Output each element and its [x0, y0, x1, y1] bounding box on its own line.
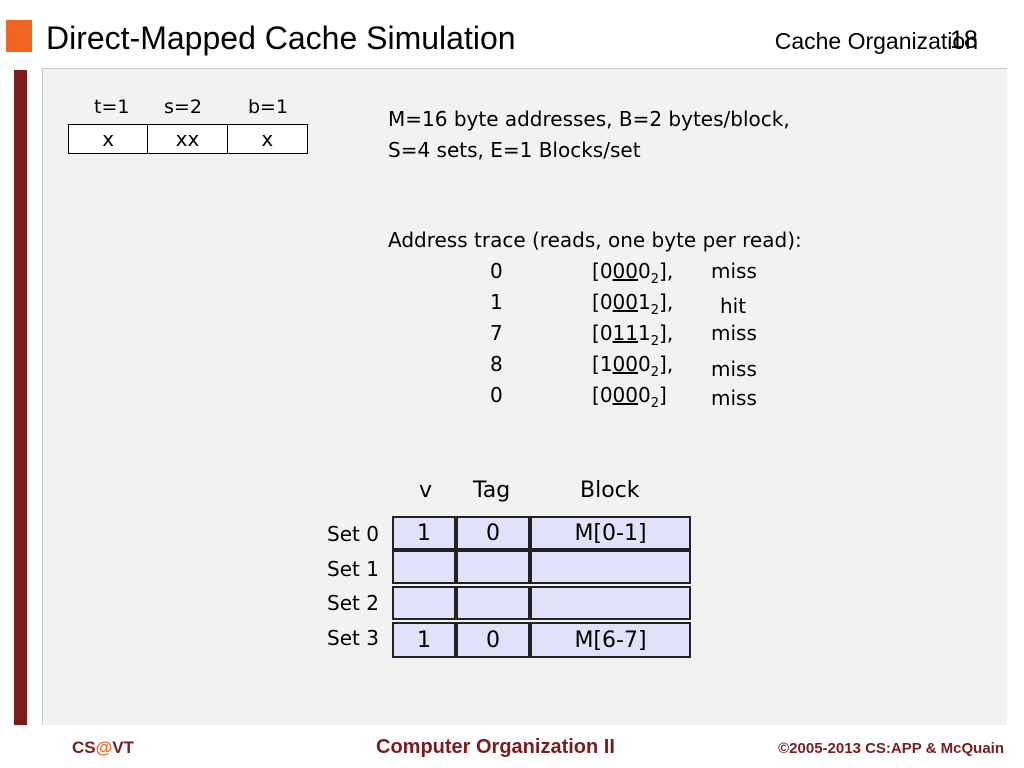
tag-bits-label: t=1: [94, 96, 130, 118]
set-label: Set 3: [327, 626, 379, 650]
trace-address: 1: [490, 290, 503, 314]
section-label: Cache Organization: [774, 28, 978, 54]
trace-binary: [10002],: [592, 352, 674, 380]
set-2-tag: [456, 586, 530, 620]
set-label: Set 1: [327, 557, 379, 581]
set-0-block: M[0-1]: [530, 516, 691, 550]
trace-address: 0: [490, 383, 503, 407]
trace-heading: Address trace (reads, one byte per read)…: [388, 228, 802, 252]
set-1-block: [530, 550, 691, 584]
set-0-valid: 1: [392, 516, 456, 550]
address-bits-box: x xx x: [68, 124, 308, 154]
trace-result: miss: [711, 386, 757, 410]
trace-address: 0: [490, 259, 503, 283]
set-3-tag: 0: [456, 622, 530, 658]
params-line-2: S=4 sets, E=1 Blocks/set: [388, 138, 641, 162]
page-number: 18: [950, 26, 978, 54]
set-label: Set 2: [327, 591, 379, 615]
set-1-valid: [392, 550, 456, 584]
set-label: Set 0: [327, 522, 379, 546]
title-accent-square: [6, 20, 32, 52]
set-2-block: [530, 586, 691, 620]
trace-binary: [00002]: [592, 383, 667, 411]
block-bits-label: b=1: [248, 96, 289, 118]
block-bits-cell: x: [261, 127, 274, 151]
set-0-tag: 0: [456, 516, 530, 550]
tag-bits-cell: x: [69, 125, 149, 153]
trace-binary: [00002],: [592, 259, 674, 287]
trace-binary: [01112],: [592, 321, 674, 349]
trace-binary: [00012],: [592, 290, 674, 318]
set-bits-cell: xx: [148, 125, 228, 153]
valid-column-header: v: [419, 478, 433, 503]
trace-result: hit: [720, 294, 747, 318]
trace-result: miss: [711, 357, 757, 381]
footer-copyright: ©2005-2013 CS:APP & McQuain: [778, 740, 1004, 757]
left-accent-bar: [14, 70, 27, 725]
params-line-1: M=16 byte addresses, B=2 bytes/block,: [388, 107, 790, 131]
set-bits-label: s=2: [164, 96, 202, 118]
set-1-tag: [456, 550, 530, 584]
cache-parameters: M=16 byte addresses, B=2 bytes/block, S=…: [388, 104, 790, 166]
footer-course-title: Computer Organization II: [376, 736, 615, 758]
tag-column-header: Tag: [473, 478, 511, 503]
block-column-header: Block: [580, 478, 640, 503]
trace-result: miss: [711, 259, 757, 283]
slide-title: Direct-Mapped Cache Simulation: [46, 20, 516, 56]
trace-result: miss: [711, 321, 757, 345]
set-3-block: M[6-7]: [530, 622, 691, 658]
footer-course-label: CS@VT: [72, 738, 134, 757]
trace-address: 8: [490, 352, 503, 376]
set-3-valid: 1: [392, 622, 456, 658]
set-2-valid: [392, 586, 456, 620]
trace-address: 7: [490, 321, 503, 345]
